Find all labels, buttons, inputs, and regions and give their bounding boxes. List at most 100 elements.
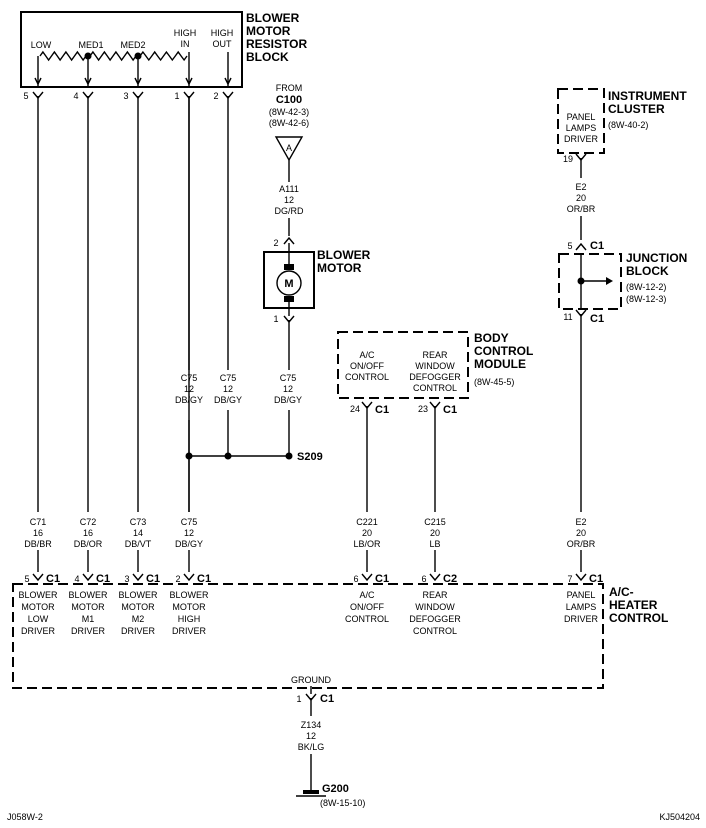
resistor-block-box: [20, 11, 243, 88]
e2-upper-gauge: 20: [576, 193, 586, 203]
ac-terminal-label-0-2: LOW: [28, 614, 49, 624]
rb-pin-4: 4: [73, 91, 78, 101]
jb-pin-top: 5: [567, 241, 572, 251]
motor-pin-top: 2: [273, 238, 278, 248]
wire-lower-2-circuit: C73: [130, 517, 147, 527]
wire-lower-6-color: OR/BR: [567, 539, 596, 549]
ac-terminal-label-4-0: A/C: [359, 590, 375, 600]
motor-pin-bottom: 1: [273, 314, 278, 324]
ac-terminal-label-3-3: DRIVER: [172, 626, 207, 636]
ac-terminal-label-3-0: BLOWER: [169, 590, 209, 600]
ground-wire-gauge: 12: [306, 731, 316, 741]
ac-pin-5: 6: [421, 574, 426, 584]
jb-title-1: BLOCK: [626, 264, 669, 278]
bcm-item-ac-0: A/C: [359, 350, 375, 360]
wire-upper-c75-c-gauge: 12: [283, 384, 293, 394]
e2-upper-color: OR/BR: [567, 204, 596, 214]
ac-terminal-label-0-0: BLOWER: [18, 590, 58, 600]
wire-lower-2-color: DB/VT: [125, 539, 152, 549]
jb-pin-bottom: 11: [563, 312, 572, 322]
bcm-pin-23: 23: [418, 404, 428, 414]
ac-terminal-3: [183, 573, 195, 582]
source-arrow-triangle: [274, 136, 304, 162]
ac-terminal-label-0-1: MOTOR: [21, 602, 55, 612]
motor-brush-top: [284, 264, 294, 270]
rb-arrow-2: [134, 77, 142, 86]
bcm-ref: (8W-45-5): [474, 377, 514, 387]
ac-conn-6: C1: [589, 573, 603, 585]
junction-block-box: [558, 253, 622, 310]
ac-terminal-1: [82, 573, 94, 582]
rb-arrow-1: [84, 77, 92, 86]
wire-lower-0-circuit: C71: [30, 517, 47, 527]
motor-pin-top-terminal: [283, 236, 295, 245]
wire-lower-5-color: LB: [429, 539, 440, 549]
tap-label-high-in-1: HIGH: [174, 28, 197, 38]
tap-label-med1: MED1: [78, 40, 103, 50]
ground-wire-circuit: Z134: [301, 720, 322, 730]
tap-label-med2: MED2: [120, 40, 145, 50]
wire-upper-c75-a-gauge: 12: [184, 384, 194, 394]
ac-terminal-label-2-2: M2: [132, 614, 145, 624]
splice-node-a: [185, 452, 193, 460]
wire-lower-2-gauge: 14: [133, 528, 143, 538]
jb-conn-bottom: C1: [590, 313, 604, 325]
tap-label-high-out-1: HIGH: [211, 28, 234, 38]
ground-point-label: G200: [322, 783, 349, 795]
ac-heater-control-box: [12, 583, 604, 689]
ground-conn: C1: [320, 693, 334, 705]
splice-label: S209: [297, 451, 323, 463]
ac-title-1: HEATER: [609, 598, 658, 612]
bcm-title-2: MODULE: [474, 357, 526, 371]
ic-inner-1: LAMPS: [566, 123, 597, 133]
ac-terminal-label-0-3: DRIVER: [21, 626, 56, 636]
tap-label-high-out-2: OUT: [213, 39, 233, 49]
wire-lower-6-gauge: 20: [576, 528, 586, 538]
ac-conn-4: C1: [375, 573, 389, 585]
wire-lower-3-circuit: C75: [181, 517, 198, 527]
splice-node-b: [224, 452, 232, 460]
jb-conn-top: C1: [590, 240, 604, 252]
ground-wire-color: BK/LG: [298, 742, 325, 752]
rb-pin-3: 3: [123, 91, 128, 101]
ac-terminal-label-6-2: DRIVER: [564, 614, 599, 624]
wire-upper-c75-b-circuit: C75: [220, 373, 237, 383]
source-from-label: FROM: [276, 83, 303, 93]
bcm-title-1: CONTROL: [474, 344, 533, 358]
ac-terminal-label-6-1: LAMPS: [566, 602, 597, 612]
wire-upper-c75-c-circuit: C75: [280, 373, 297, 383]
source-ref-1: (8W-42-3): [269, 107, 309, 117]
ground-symbol: [303, 790, 319, 794]
ac-pin-1: 4: [74, 574, 79, 584]
bcm-item-defog-2: DEFOGGER: [409, 372, 461, 382]
ac-conn-3: C1: [197, 573, 211, 585]
ac-terminal-label-1-1: MOTOR: [71, 602, 105, 612]
wire-lower-0-color: DB/BR: [24, 539, 52, 549]
resistor-med1-med2: [89, 50, 137, 62]
bcm-item-defog-1: WINDOW: [415, 361, 455, 371]
ac-terminal-label-4-2: CONTROL: [345, 614, 389, 624]
ic-title-0: INSTRUMENT: [608, 89, 687, 103]
ac-terminal-label-2-0: BLOWER: [118, 590, 158, 600]
wire-upper-c75-b-gauge: 12: [223, 384, 233, 394]
ac-pin-2: 3: [124, 574, 129, 584]
resistor-block-title-1: MOTOR: [246, 24, 291, 38]
ac-terminal-label-6-0: PANEL: [567, 590, 596, 600]
ac-terminal-4: [361, 573, 373, 582]
ac-conn-1: C1: [96, 573, 110, 585]
wire-lower-4-color: LB/OR: [353, 539, 381, 549]
ac-pin-0: 5: [24, 574, 29, 584]
wire-lower-0-gauge: 16: [33, 528, 43, 538]
jb-ref-1: (8W-12-2): [626, 282, 666, 292]
jb-ref-2: (8W-12-3): [626, 294, 666, 304]
ac-terminal-label-3-2: HIGH: [178, 614, 201, 624]
motor-symbol: M: [284, 278, 293, 290]
source-ref-2: (8W-42-6): [269, 118, 309, 128]
ic-pin: 19: [563, 154, 573, 164]
ac-terminal-label-3-1: MOTOR: [172, 602, 206, 612]
wire-upper-c75-c-color: DB/GY: [274, 395, 302, 405]
instrument-cluster-box: [557, 88, 605, 154]
ac-conn-0: C1: [46, 573, 60, 585]
rb-arrow-3: [185, 77, 193, 86]
ac-pin-4: 6: [353, 574, 358, 584]
